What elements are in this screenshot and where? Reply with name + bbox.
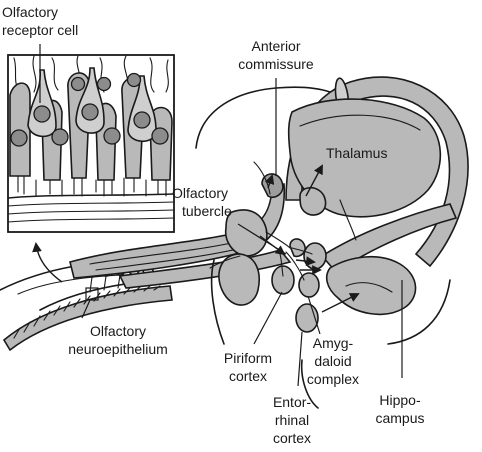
leader-olfactory-neuroepithelium: [81, 299, 91, 319]
leader-piriform-cortex: [253, 291, 283, 345]
epithelium-inset: [7, 54, 175, 233]
nucleus: [126, 72, 142, 88]
svg-text:Olfactory: Olfactory: [172, 185, 228, 201]
arrow-to-hippocampus: [321, 293, 360, 313]
leader-entorhinal-cortex: [297, 331, 303, 387]
svg-text:commissure: commissure: [238, 56, 314, 72]
nucleus: [81, 103, 99, 121]
svg-text:Entor-: Entor-: [273, 394, 311, 410]
nucleus: [51, 128, 69, 146]
piriform-cortex-node: [271, 265, 295, 295]
amygdaloid-node-upper: [303, 242, 327, 270]
svg-text:Olfactory: Olfactory: [90, 323, 146, 339]
svg-text:complex: complex: [307, 371, 359, 387]
nucleus: [33, 105, 51, 123]
svg-text:Anterior: Anterior: [251, 38, 300, 54]
label-thalamus: Thalamus: [326, 145, 387, 161]
nucleus: [133, 111, 151, 129]
svg-text:tubercle: tubercle: [182, 203, 232, 219]
label-entorhinal-cortex: Entor- rhinal cortex: [273, 394, 311, 446]
svg-text:Amyg-: Amyg-: [313, 335, 354, 351]
arrow-to-thalamus: [305, 164, 323, 197]
leader-olfactory-tubercle: [237, 223, 287, 255]
svg-text:cortex: cortex: [273, 430, 311, 446]
nucleus: [103, 127, 121, 145]
svg-text:rhinal: rhinal: [275, 412, 309, 428]
label-olfactory-tubercle: Olfactory tubercle: [172, 185, 232, 219]
label-hippocampus: Hippo- campus: [375, 392, 424, 426]
label-olfactory-receptor-cell: Olfactory receptor cell: [2, 4, 78, 38]
zoom-arrow: [32, 242, 63, 283]
nucleus: [151, 127, 169, 145]
arrow-commissure: [264, 174, 275, 189]
brain-structures: [195, 76, 469, 409]
label-amygdaloid-complex: Amyg- daloid complex: [307, 335, 359, 387]
svg-text:cortex: cortex: [229, 368, 267, 384]
label-anterior-commissure: Anterior commissure: [238, 38, 314, 72]
nucleus: [10, 129, 28, 147]
nucleus: [70, 76, 86, 92]
neuroepithelium-box: [85, 287, 99, 301]
label-piriform-cortex: Piriform cortex: [224, 350, 272, 384]
svg-text:Thalamus: Thalamus: [326, 145, 387, 161]
svg-text:Piriform: Piriform: [224, 350, 272, 366]
leader-amygdaloid-complex: [307, 295, 321, 335]
svg-text:receptor cell: receptor cell: [2, 22, 78, 38]
svg-text:Hippo-: Hippo-: [379, 392, 421, 408]
nucleus: [96, 76, 112, 92]
svg-text:neuroepithelium: neuroepithelium: [68, 341, 168, 357]
arrow-to-amygdala: [295, 256, 316, 267]
svg-text:Olfactory: Olfactory: [2, 4, 58, 20]
label-olfactory-neuroepithelium: Olfactory neuroepithelium: [68, 323, 168, 357]
svg-text:daloid: daloid: [314, 353, 351, 369]
svg-text:campus: campus: [375, 410, 424, 426]
